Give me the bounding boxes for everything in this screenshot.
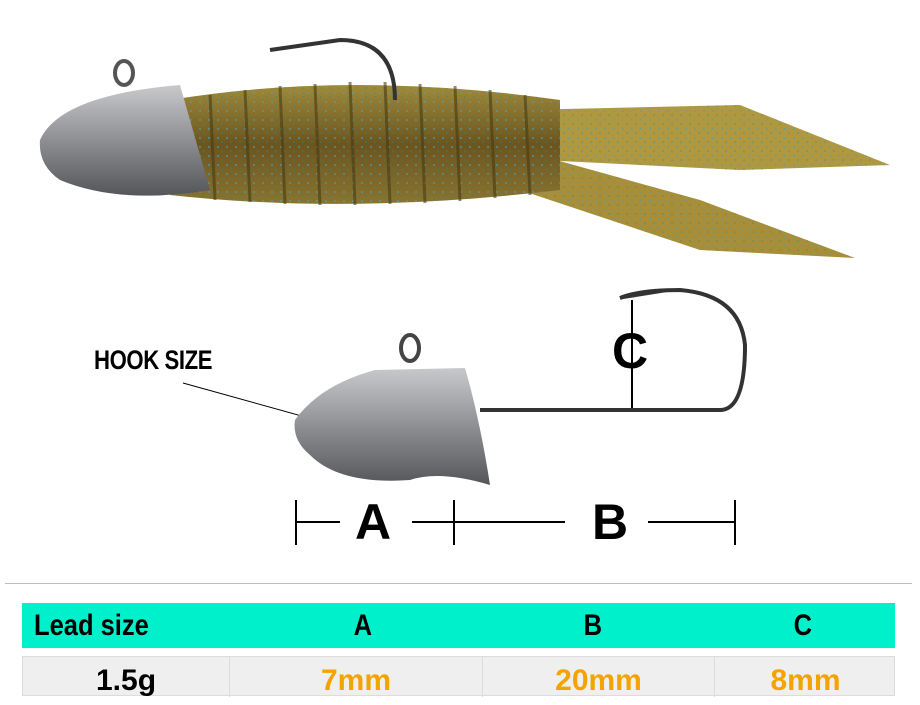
jig-head-diagram <box>182 287 748 485</box>
cell-b: 20mm <box>483 657 715 697</box>
dimension-lines <box>295 500 736 545</box>
header-c: C <box>793 609 813 642</box>
soft-lure-image <box>39 37 890 258</box>
cell-lead-size: 1.5g <box>23 657 230 697</box>
divider <box>5 583 912 584</box>
spec-table-header: Lead size A B C <box>22 603 895 648</box>
cell-c: 8mm <box>770 664 841 697</box>
dimension-b-label: B <box>592 494 629 550</box>
cell-a: 7mm <box>230 657 483 697</box>
table-row: 1.5g 7mm 20mm 8mm <box>22 656 895 697</box>
dimension-c-label: C <box>612 323 649 379</box>
product-illustration <box>39 37 890 545</box>
hook-size-label: HOOK SIZE <box>94 345 213 375</box>
header-lead-size: Lead size <box>34 609 149 642</box>
dimension-a-label: A <box>355 494 392 550</box>
header-a: A <box>353 609 373 642</box>
header-b: B <box>583 609 603 642</box>
